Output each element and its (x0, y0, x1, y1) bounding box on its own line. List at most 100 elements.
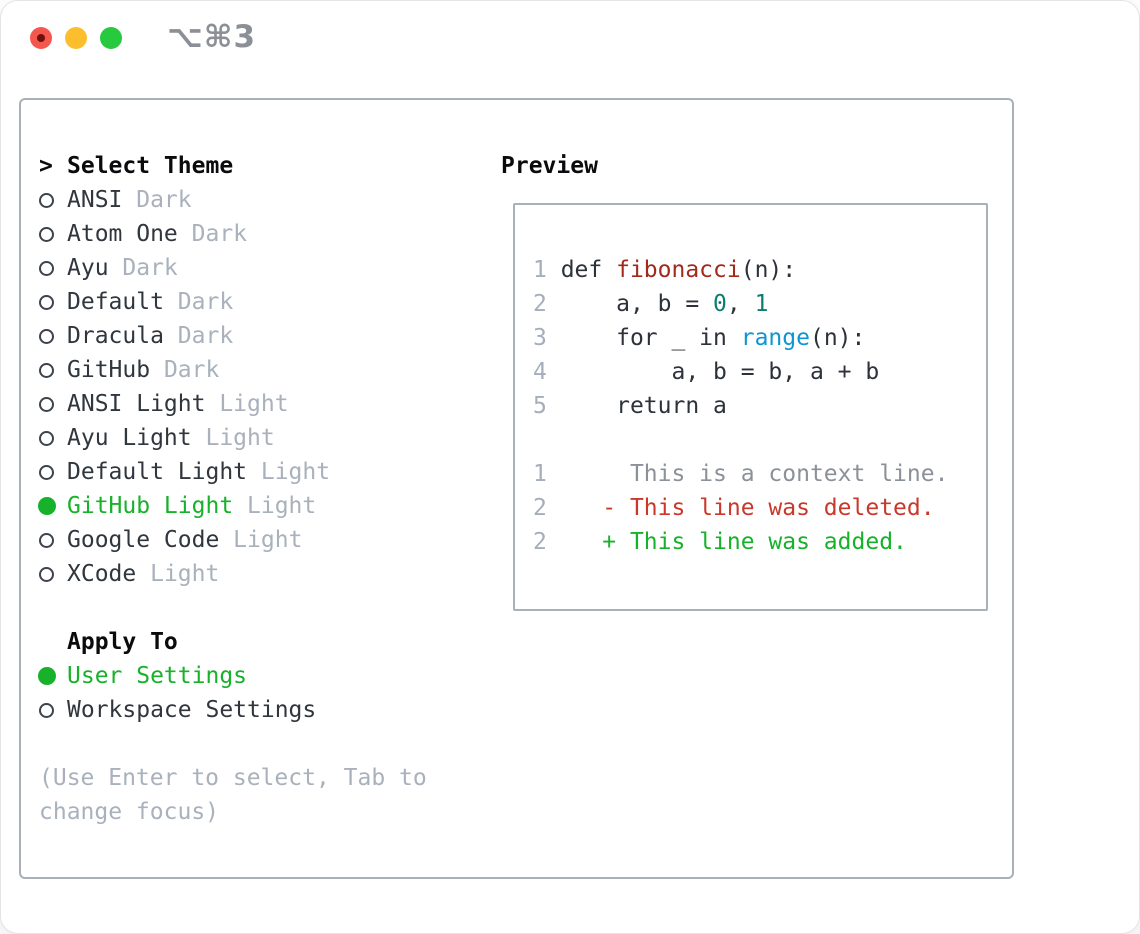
diff-line-deleted: 2 - This line was deleted. (533, 491, 986, 525)
line-number: 5 (533, 393, 561, 419)
theme-variant-label: Dark (150, 357, 220, 383)
code-line: 5 return a (533, 389, 986, 423)
theme-option[interactable]: XCode Light (39, 557, 459, 591)
radio-icon (39, 294, 67, 310)
title-bar: ⌥⌘3 (1, 1, 1139, 75)
theme-option-label: Ayu Light (67, 425, 192, 451)
line-number: 2 (533, 291, 561, 317)
close-dot-icon (37, 34, 45, 42)
theme-option-label: Default (67, 289, 164, 315)
preview-header: Preview (501, 153, 598, 179)
radio-icon (39, 566, 67, 582)
theme-option-label: Dracula (67, 323, 164, 349)
theme-variant-label: Dark (163, 289, 234, 315)
code-token: def (560, 257, 617, 283)
theme-variant-label: Light (191, 425, 275, 451)
theme-variant-label: Dark (177, 221, 248, 247)
theme-option-label: Atom One (67, 221, 178, 247)
apply-to-option[interactable]: User Settings (38, 659, 459, 693)
radio-icon (39, 192, 67, 208)
theme-option[interactable]: Dracula Dark (39, 319, 459, 353)
theme-option-label: XCode (67, 561, 137, 587)
radio-selected-icon (38, 497, 67, 515)
theme-option-label: GitHub Light (67, 493, 234, 519)
theme-option[interactable]: ANSI Light Light (39, 387, 459, 421)
line-number: 2 (533, 495, 547, 521)
radio-icon (39, 464, 67, 480)
theme-option[interactable]: ANSI Dark (39, 183, 459, 217)
radio-icon (39, 260, 67, 276)
diff-text: + This line was added. (546, 529, 907, 555)
radio-icon (39, 702, 67, 718)
line-number: 2 (533, 529, 547, 555)
radio-icon (39, 396, 67, 412)
keyboard-hint: (Use Enter to select, Tab to change focu… (39, 765, 427, 825)
code-token: for _ in (560, 325, 741, 351)
radio-icon (39, 226, 67, 242)
theme-variant-label: Dark (108, 255, 178, 281)
minimize-button[interactable] (65, 27, 87, 49)
theme-variant-label: Light (247, 459, 331, 485)
zoom-button[interactable] (100, 27, 122, 49)
window-title: ⌥⌘3 (167, 19, 257, 55)
apply-to-option[interactable]: Workspace Settings (39, 693, 459, 727)
code-token: (n): (740, 257, 797, 283)
code-line: 2 a, b = 0, 1 (533, 287, 986, 321)
theme-option[interactable]: Atom One Dark (39, 217, 459, 251)
line-number: 4 (533, 359, 561, 385)
theme-variant-label: Dark (122, 187, 192, 213)
apply-to-header-label: Apply To (67, 629, 178, 655)
theme-option[interactable]: Ayu Light Light (39, 421, 459, 455)
theme-variant-label: Light (136, 561, 220, 587)
line-number: 3 (533, 325, 561, 351)
blank-line (533, 423, 986, 457)
theme-variant-label: Light (233, 493, 317, 519)
code-token: 1 (754, 291, 769, 317)
theme-option[interactable]: Default Dark (39, 285, 459, 319)
code-token: a, b = b, a + b (560, 359, 880, 385)
theme-option-label: Default Light (67, 459, 248, 485)
select-theme-header-label: Select Theme (67, 153, 234, 179)
theme-variant-label: Light (205, 391, 289, 417)
code-token: , (726, 291, 755, 317)
code-line: 4 a, b = b, a + b (533, 355, 986, 389)
diff-text: - This line was deleted. (546, 495, 935, 521)
theme-option[interactable]: Google Code Light (39, 523, 459, 557)
radio-icon (39, 328, 67, 344)
select-theme-header: > Select Theme (39, 149, 459, 183)
theme-option-label: ANSI (67, 187, 123, 213)
theme-option-label: GitHub (67, 357, 151, 383)
diff-text: This is a context line. (546, 461, 949, 487)
focus-caret-icon: > (39, 153, 53, 179)
theme-variant-label: Light (219, 527, 303, 553)
line-number: 1 (533, 461, 547, 487)
line-number: 1 (533, 257, 561, 283)
code-token: return a (560, 393, 727, 419)
close-button[interactable] (30, 27, 52, 49)
theme-option-label: ANSI Light (67, 391, 206, 417)
radio-icon (39, 362, 67, 378)
theme-option-label: Ayu (67, 255, 109, 281)
code-token: a, b = (560, 291, 714, 317)
radio-icon (39, 430, 67, 446)
diff-line-added: 2 + This line was added. (533, 525, 986, 559)
theme-option[interactable]: GitHub Light Light (38, 489, 459, 523)
theme-option[interactable]: Ayu Dark (39, 251, 459, 285)
theme-option[interactable]: GitHub Dark (39, 353, 459, 387)
code-token: (n): (809, 325, 866, 351)
apply-to-option-label: Workspace Settings (67, 697, 317, 723)
diff-line-context: 1 This is a context line. (533, 457, 986, 491)
radio-icon (39, 532, 67, 548)
spacer (39, 591, 459, 625)
code-line: 1 def fibonacci(n): (533, 253, 986, 287)
theme-option[interactable]: Default Light Light (39, 455, 459, 489)
radio-selected-icon (38, 667, 67, 685)
code-token: fibonacci (616, 257, 741, 283)
